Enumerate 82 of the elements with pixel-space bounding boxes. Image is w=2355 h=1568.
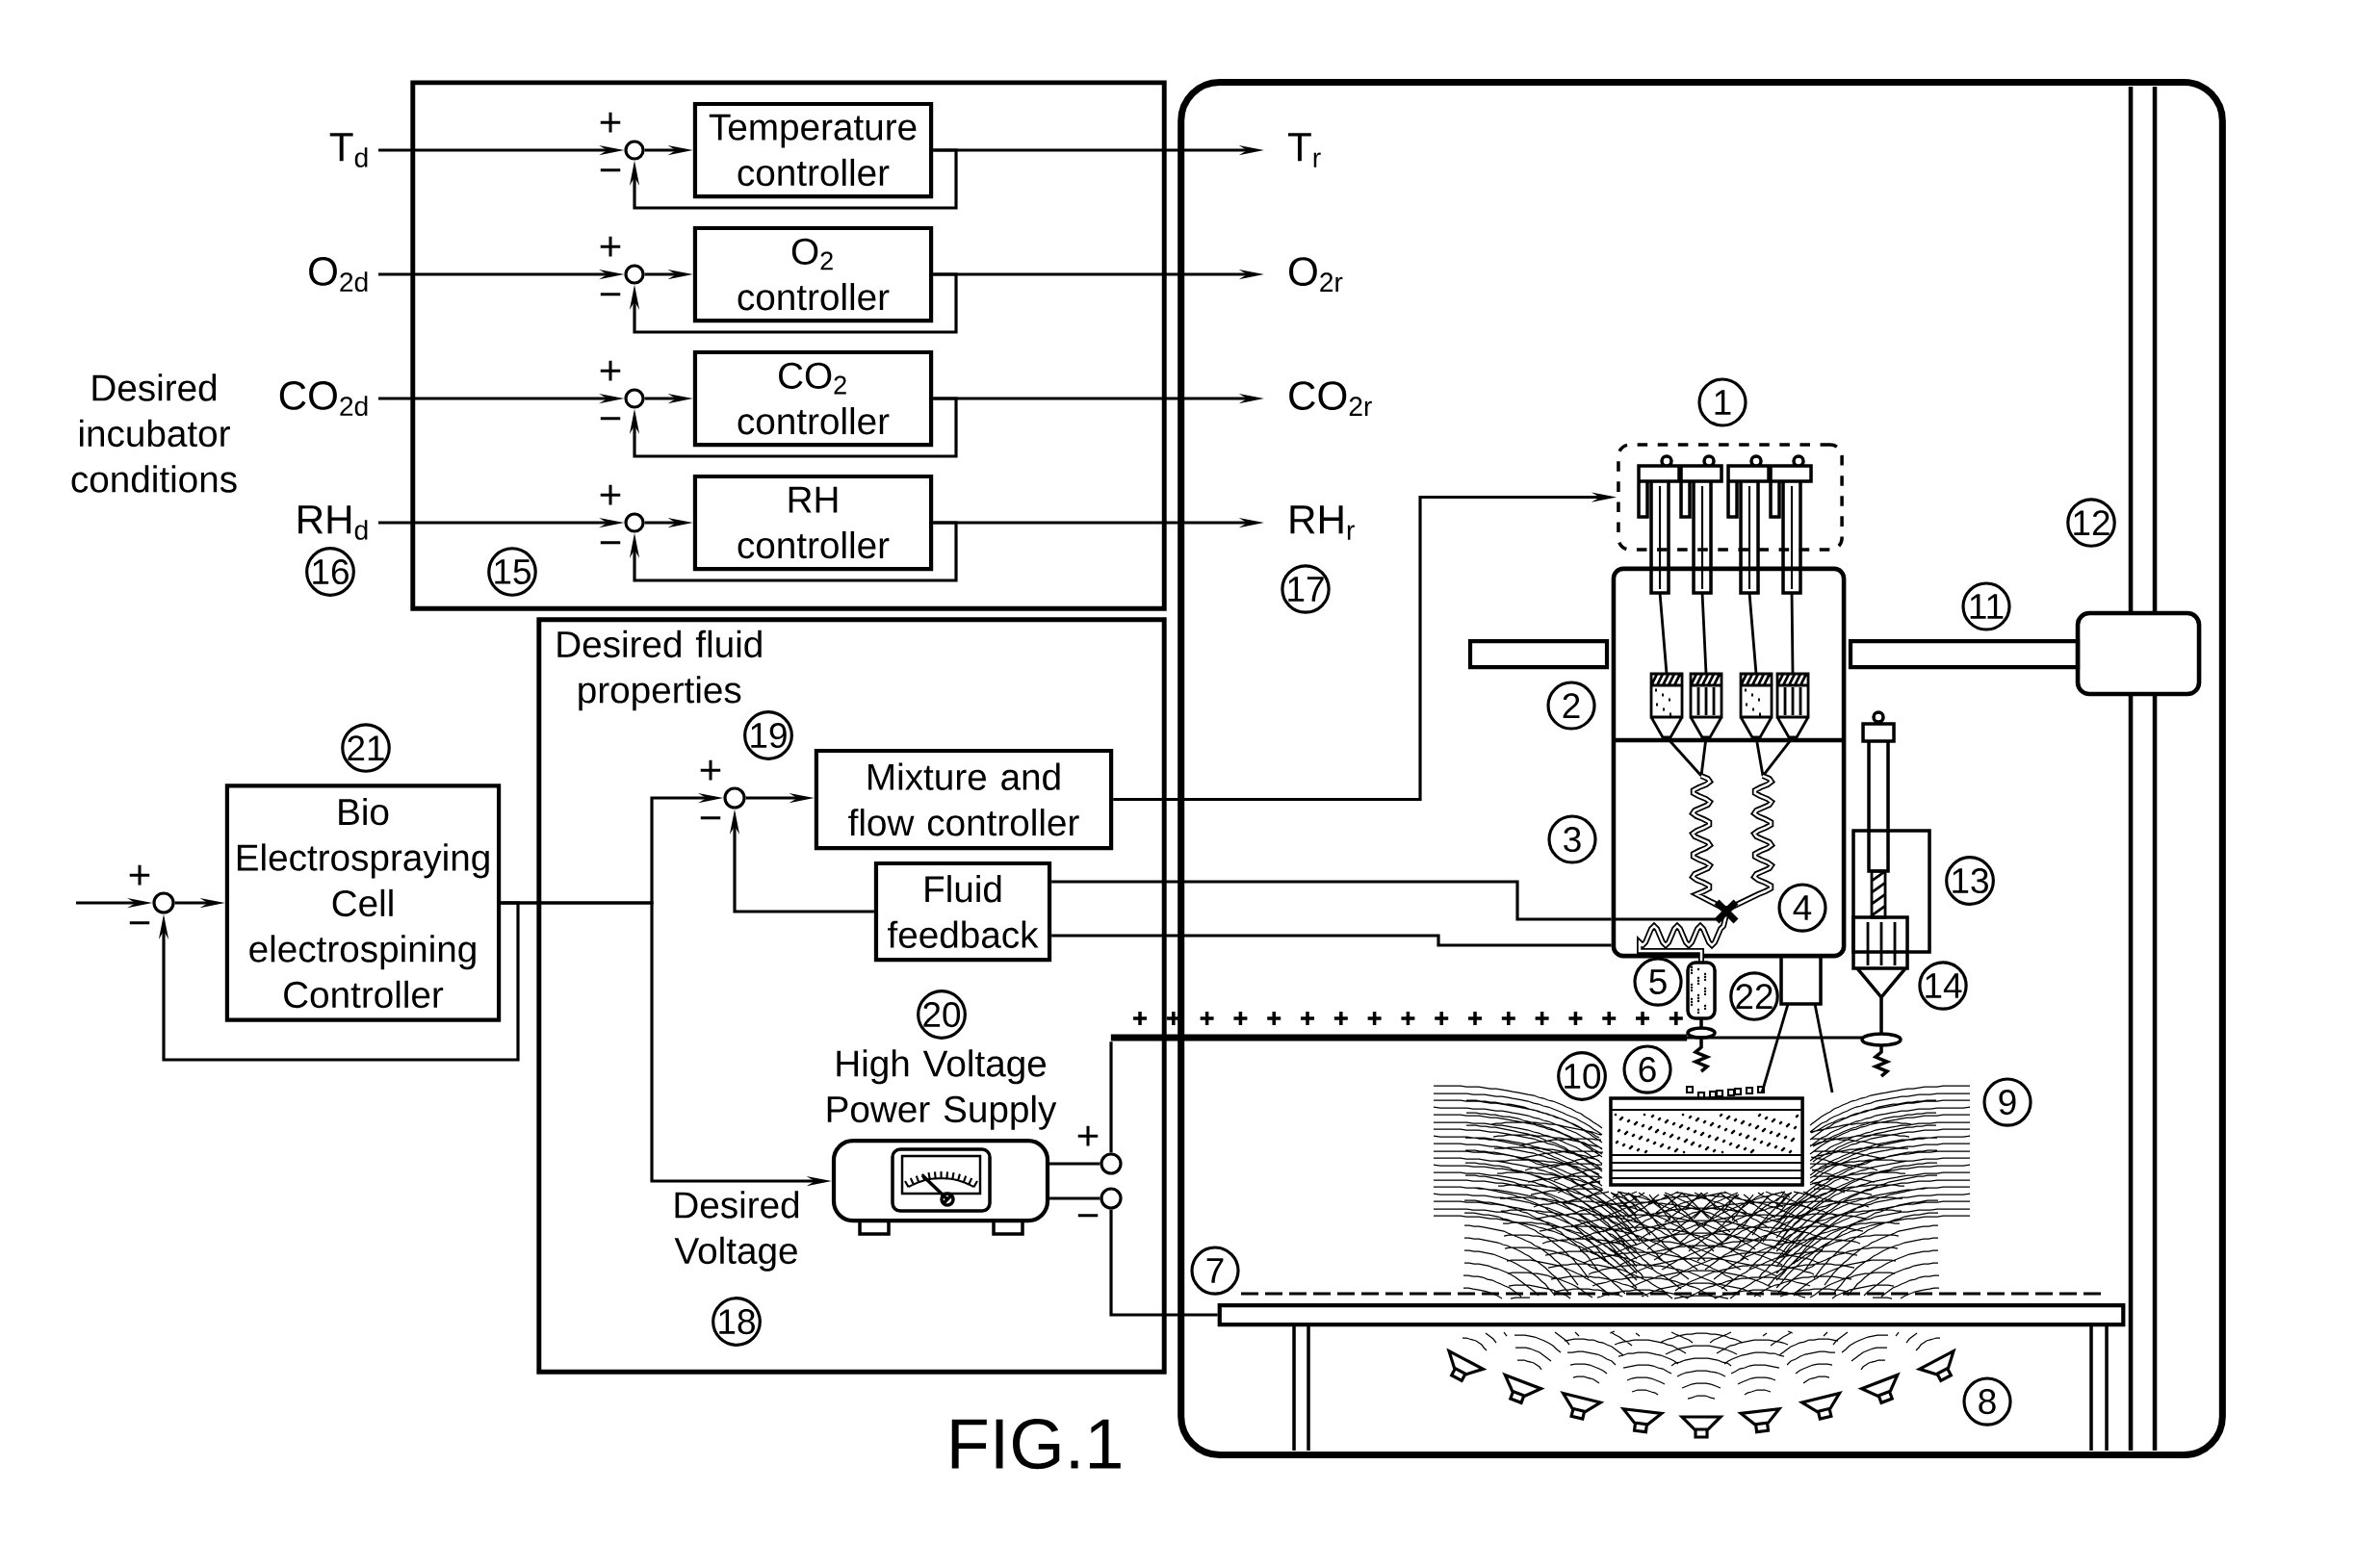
polarity-sign: + <box>600 112 621 133</box>
summing-junction <box>152 891 175 914</box>
specimen <box>1609 1085 1804 1187</box>
callout-number: 15 <box>487 547 537 597</box>
connector-line <box>1109 1209 1218 1317</box>
callout-number: 14 <box>1918 961 1968 1011</box>
callout-number: 22 <box>1729 971 1779 1021</box>
ground-plate <box>1217 1302 2126 1452</box>
summing-junction <box>624 388 645 409</box>
controller-box: Bio Electrospraying Cell electrospining Controller <box>224 784 502 1022</box>
chamber-outline <box>1178 79 2226 1458</box>
callout-number: 12 <box>2066 498 2116 548</box>
group-box <box>410 80 1167 611</box>
callout-number: 19 <box>743 710 793 760</box>
syringe-pumps <box>1617 443 1844 595</box>
polarity-sign: − <box>600 293 621 296</box>
connector-line <box>1051 934 1612 947</box>
summing-junction <box>624 512 645 533</box>
callout-number: 10 <box>1557 1051 1607 1101</box>
callout-number: 18 <box>712 1297 762 1347</box>
polarity-sign: − <box>600 168 621 172</box>
polarity-sign: − <box>1077 1214 1099 1218</box>
controller-box: RH controller <box>692 474 934 572</box>
polarity-sign: − <box>700 816 721 820</box>
callout-number: 6 <box>1622 1044 1672 1094</box>
edge-label: Desired Voltage <box>666 1189 807 1273</box>
callout-number: 8 <box>1962 1376 2012 1427</box>
terminal <box>1100 1152 1123 1175</box>
callout-number: 1 <box>1697 377 1747 427</box>
arrow <box>629 272 958 334</box>
note-text: Desired incubator conditions <box>71 373 237 493</box>
polarity-sign: + <box>129 864 150 886</box>
callout-number: 11 <box>1961 581 2011 631</box>
arrow <box>629 521 958 582</box>
polarity-sign: − <box>600 417 621 421</box>
figure-caption: FIG.1 <box>951 1418 1121 1470</box>
signal-label: O$_{2d}$ <box>309 257 368 293</box>
controller-box: CO$_{2}$ controller <box>692 349 934 448</box>
signal-label: CO$_{2r}$ <box>1289 381 1372 416</box>
callout-number: 16 <box>305 547 355 597</box>
power-supply: High Voltage Power Supply <box>827 1049 1057 1236</box>
node-label: High Voltage Power Supply <box>827 1049 1057 1130</box>
print-head <box>1611 566 1847 1094</box>
signal-label: RH$_{r}$ <box>1290 505 1355 540</box>
controller-box: O$_{2}$ controller <box>692 225 934 323</box>
polarity-sign: − <box>129 921 150 925</box>
signal-label: RH$_{d}$ <box>298 505 368 540</box>
signal-label: T$_{r}$ <box>1288 133 1321 167</box>
callout-number: 9 <box>1982 1077 2032 1127</box>
summing-junction <box>624 140 645 161</box>
terminal <box>1100 1187 1123 1210</box>
callout-number: 4 <box>1777 883 1827 933</box>
callout-number: 20 <box>917 990 967 1040</box>
group-heading: Desired fluid properties <box>557 630 762 711</box>
signal-label: T$_{d}$ <box>329 133 368 167</box>
callout-number: 7 <box>1190 1246 1240 1296</box>
electrode <box>1110 1034 1863 1041</box>
callout-number: 5 <box>1633 957 1683 1007</box>
summing-junction <box>723 786 746 810</box>
callout-number: 17 <box>1281 564 1331 614</box>
polarity-sign: + <box>600 236 621 257</box>
connector-line <box>1049 1196 1100 1200</box>
callout-number: 2 <box>1546 681 1596 731</box>
connector-line <box>1051 880 1612 921</box>
polarity-sign: + <box>700 759 721 781</box>
arrow <box>629 397 958 458</box>
controller-box: Mixture and flow controller <box>814 748 1114 851</box>
polarity-sign: + <box>600 360 621 381</box>
callout-number: 21 <box>341 723 391 773</box>
callout-number: 13 <box>1945 856 1995 906</box>
signal-label: O$_{2r}$ <box>1289 257 1343 292</box>
summing-junction <box>624 264 645 285</box>
controller-box: Temperature controller <box>692 101 934 199</box>
arrow <box>629 148 958 210</box>
callout-number: 3 <box>1547 814 1597 864</box>
polarity-sign: + <box>1077 1125 1099 1146</box>
feedback-box: Fluid feedback <box>873 861 1052 963</box>
signal-label: CO$_{2d}$ <box>279 381 368 417</box>
connector-line <box>1049 1162 1100 1166</box>
polarity-sign: − <box>600 541 621 545</box>
polarity-sign: + <box>600 484 621 505</box>
connector-line <box>1109 1041 1113 1153</box>
